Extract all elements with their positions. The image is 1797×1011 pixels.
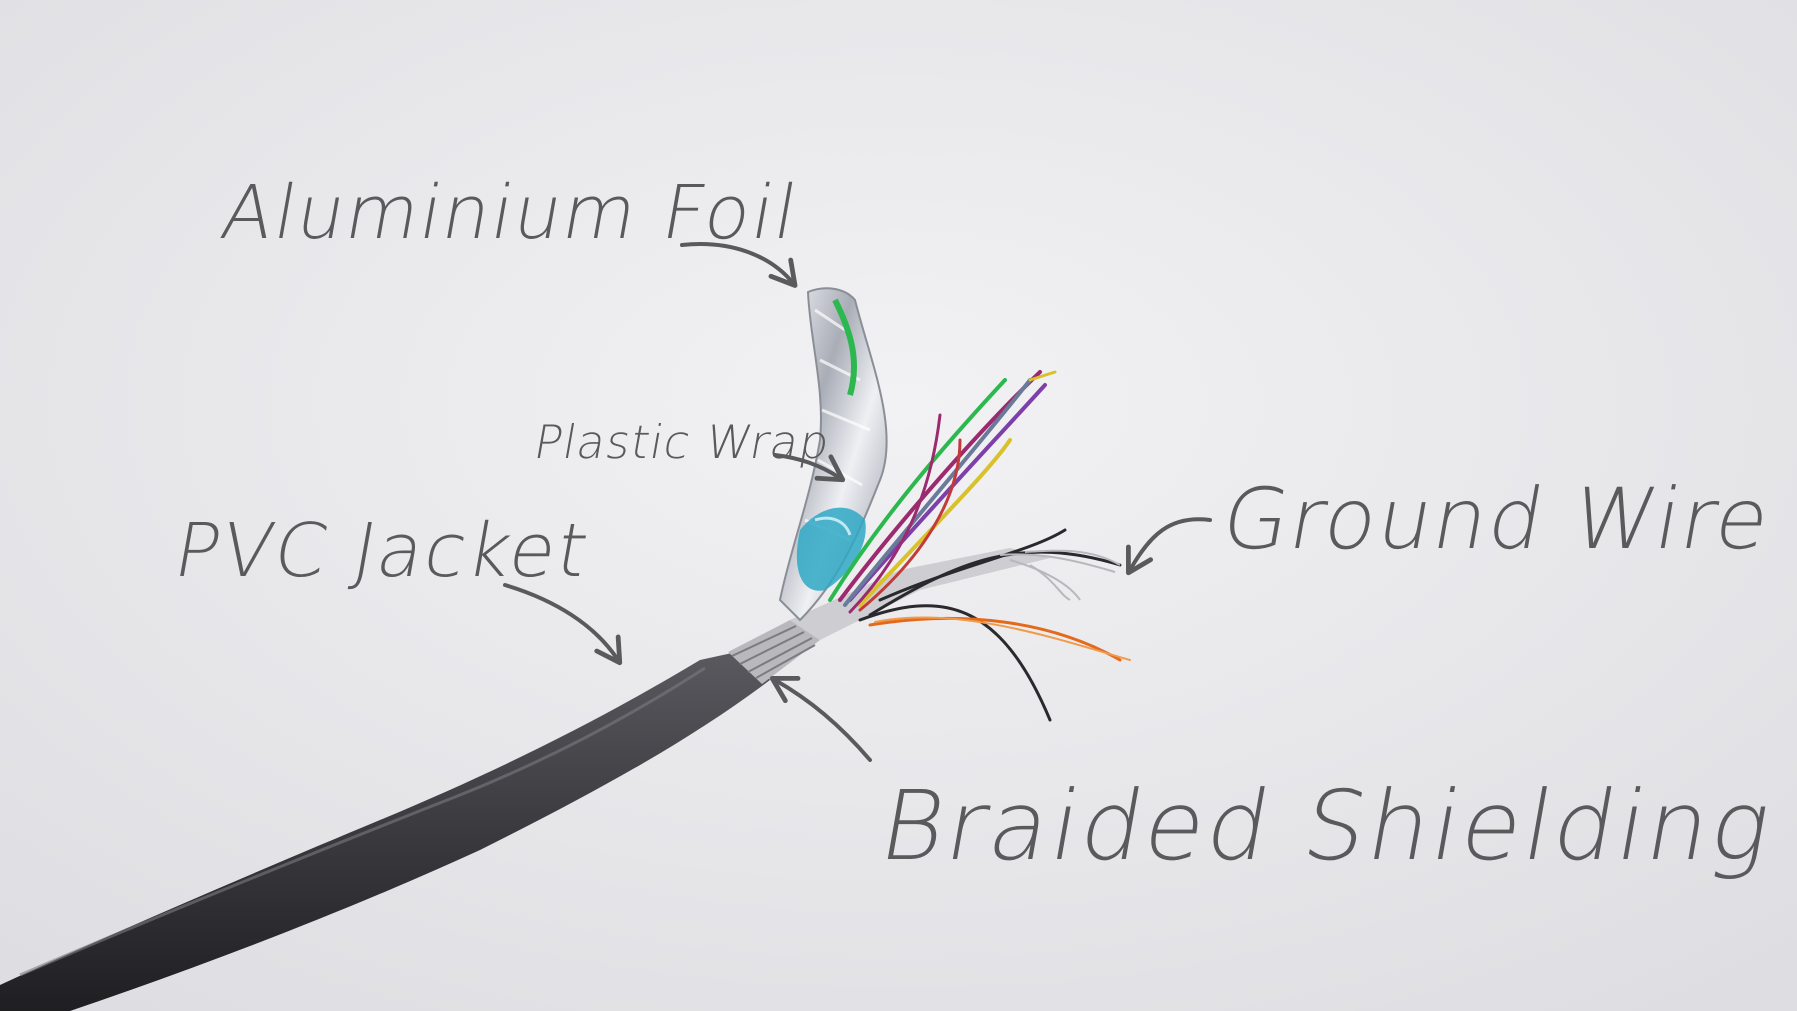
- pvc-jacket-body: [0, 648, 770, 1011]
- arrow-ground-wire: [1126, 517, 1212, 576]
- arrow-pvc-jacket: [503, 583, 623, 666]
- ground-wire: [999, 549, 1121, 601]
- label-aluminium-foil: Aluminium Foil: [215, 170, 806, 256]
- inner-wires: [828, 370, 1131, 722]
- annotation-arrows: [503, 242, 1212, 762]
- arrow-aluminium-foil: [680, 242, 798, 288]
- arrow-plastic-wrap: [773, 453, 846, 483]
- braided-shielding-collar: [728, 548, 1050, 684]
- label-ground-wire: Ground Wire: [1215, 470, 1779, 568]
- arrow-braided-shielding: [769, 676, 872, 762]
- label-plastic-wrap: Plastic Wrap: [530, 415, 835, 469]
- label-pvc-jacket: PVC Jacket: [168, 508, 597, 594]
- label-braided-shielding: Braided Shielding: [872, 770, 1783, 882]
- plastic-wrap: [796, 507, 866, 591]
